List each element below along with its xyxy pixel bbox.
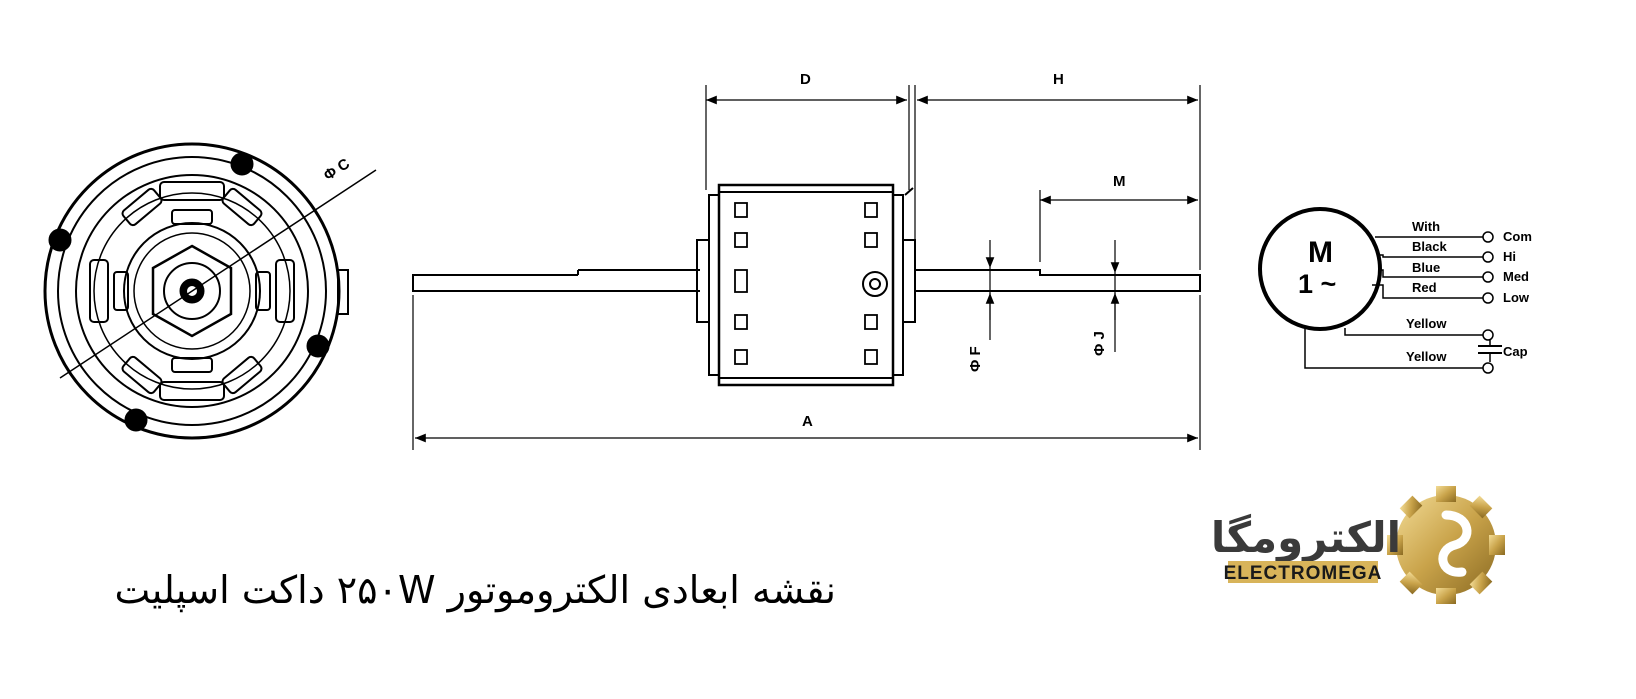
terminal-label-low: Low [1503,290,1530,305]
gear-icon [1387,486,1505,604]
capacitor-label: Cap [1503,344,1528,359]
dimension-a-label: A [802,413,813,430]
terminal-label-med: Med [1503,269,1529,284]
motor-side-view [412,183,1201,387]
dimension-m-label: M [1113,173,1126,190]
capacitor-wire-label-1: Yellow [1406,316,1447,331]
capacitor-wire-label-2: Yellow [1406,349,1447,364]
electromega-logo: الکترومگا ELECTROMEGA [1211,486,1505,604]
terminal-label-com: Com [1503,229,1532,244]
wire-label-blue: Blue [1412,260,1440,275]
phase-symbol: 1 ~ [1298,269,1336,299]
drawing-caption: نقشه ابعادی الکتروموتور ۲۵۰W داکت اسپلیت [114,568,836,612]
logo-english-name: ELECTROMEGA [1224,563,1383,584]
dimension-d-label: D [800,71,811,88]
wire-label-red: Red [1412,280,1437,295]
motor-end-view [43,142,377,440]
dimension-c-label: Φ C [321,155,353,184]
dimension-f-label: Φ F [967,346,984,372]
logo-persian-name: الکترومگا [1211,513,1401,563]
dimension-h-label: H [1053,71,1064,88]
dimension-j-label: Φ J [1091,331,1108,356]
dimension-lines [412,85,1201,450]
motor-symbol: M [1308,236,1333,269]
wire-label-black: Black [1412,239,1447,254]
logo-band [1228,561,1378,583]
wire-label-with: With [1412,219,1440,234]
wiring-diagram [1258,207,1502,374]
terminal-label-hi: Hi [1503,249,1516,264]
